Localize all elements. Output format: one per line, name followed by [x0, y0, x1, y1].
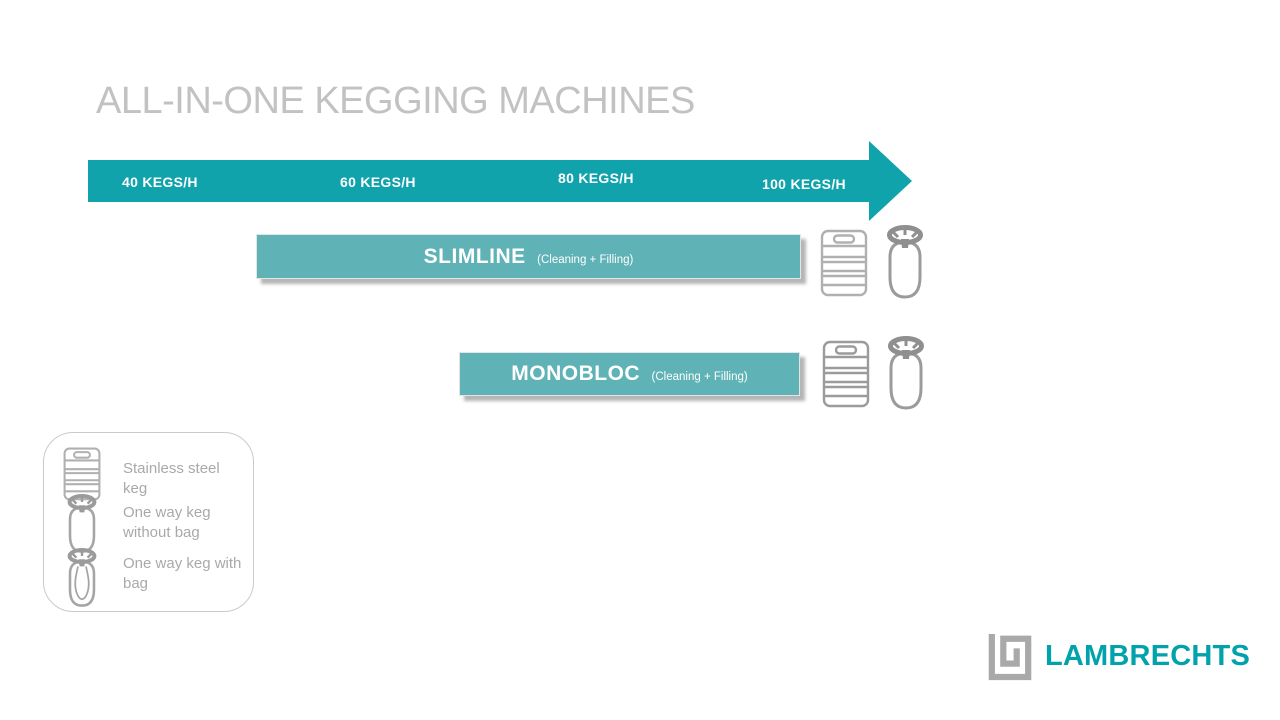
stainless-steel-keg-icon	[822, 340, 870, 408]
legend-label: One way keg without bag	[123, 504, 211, 541]
legend-label: One way keg with bag	[123, 555, 242, 592]
machine-name: SLIMLINE	[423, 245, 526, 268]
arrow-head-icon	[869, 141, 912, 221]
machine-bar-slimline: SLIMLINE (Cleaning + Filling)	[256, 234, 801, 279]
arrow-label-40: 40 KEGS/H	[122, 174, 198, 190]
arrow-label-100: 100 KEGS/H	[762, 176, 846, 192]
one-way-keg-icon	[66, 494, 98, 553]
machine-subtitle: (Cleaning + Filling)	[651, 371, 748, 383]
machine-subtitle: (Cleaning + Filling)	[537, 254, 634, 266]
machine-name: MONOBLOC	[511, 362, 641, 385]
one-way-keg-icon	[886, 336, 926, 410]
arrow-label-80: 80 KEGS/H	[558, 170, 634, 186]
stainless-steel-keg-icon	[63, 447, 101, 501]
keg-legend: Stainless steel keg One way keg without …	[43, 432, 254, 612]
greek-key-icon	[988, 630, 1032, 682]
one-way-keg-with-bag-icon	[66, 548, 98, 607]
page-title: ALL-IN-ONE KEGGING MACHINES	[96, 80, 695, 122]
one-way-keg-icon	[885, 225, 925, 299]
arrow-body	[88, 160, 870, 202]
brand-name: LAMBRECHTS	[1045, 640, 1250, 672]
legend-label: Stainless steel keg	[123, 460, 220, 497]
arrow-label-60: 60 KEGS/H	[340, 174, 416, 190]
machine-bar-monobloc: MONOBLOC (Cleaning + Filling)	[459, 352, 800, 396]
stainless-steel-keg-icon	[820, 229, 868, 297]
